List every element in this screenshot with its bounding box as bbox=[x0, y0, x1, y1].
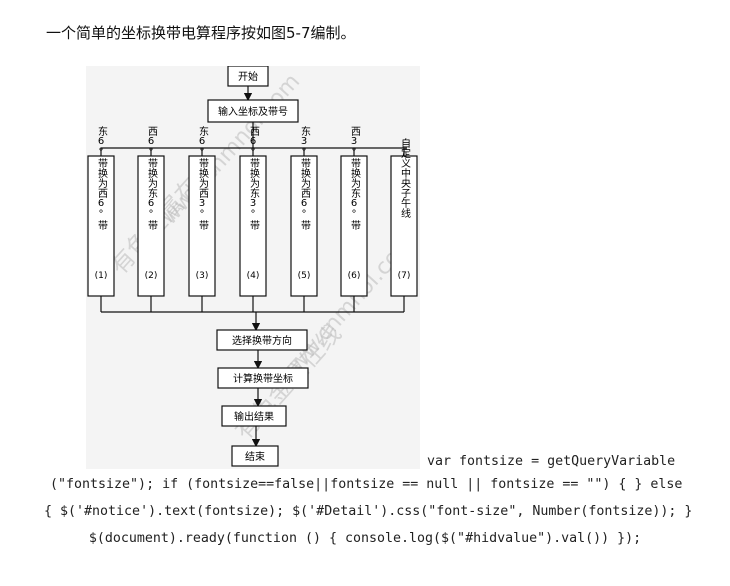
branch-box-5: 东3°带换为西6°带 (5) bbox=[290, 125, 318, 297]
branch-number: (3) bbox=[196, 271, 209, 281]
output-node: 输出结果 bbox=[221, 405, 287, 427]
branch-box-7: 自定义中央子午线 (7) bbox=[390, 137, 418, 297]
code-line-3: { $('#notice').text(fontsize); $('#Detai… bbox=[44, 504, 693, 519]
select-label: 选择换带方向 bbox=[232, 334, 292, 347]
code-line-1: var fontsize = getQueryVariable bbox=[427, 454, 676, 469]
branch-number: (4) bbox=[247, 271, 260, 281]
branch-label: 西6°带换为东3°带 bbox=[248, 126, 260, 231]
branch-group: 东6°带换为西6°带 (1) 西6°带换为东6°带 (2) 东6°带换为西3°带… bbox=[87, 125, 418, 297]
compute-node: 计算换带坐标 bbox=[217, 367, 309, 389]
branch-box-3: 东6°带换为西3°带 (3) bbox=[188, 125, 216, 297]
branch-number: (6) bbox=[348, 271, 361, 281]
branch-number: (5) bbox=[298, 271, 311, 281]
branch-label: 西6°带换为东6°带 bbox=[146, 126, 158, 231]
select-node: 选择换带方向 bbox=[216, 329, 308, 351]
start-node: 开始 bbox=[227, 65, 269, 87]
branch-label: 西3°带换为东6°带 bbox=[349, 126, 361, 231]
branch-box-2: 西6°带换为东6°带 (2) bbox=[137, 126, 165, 297]
branch-number: (2) bbox=[145, 271, 158, 281]
branch-label: 东3°带换为西6°带 bbox=[299, 125, 311, 231]
branch-number: (7) bbox=[398, 271, 411, 281]
output-label: 输出结果 bbox=[234, 410, 274, 423]
branch-label: 东6°带换为西3°带 bbox=[197, 125, 209, 231]
code-line-2: ("fontsize"); if (fontsize==false||fonts… bbox=[50, 477, 683, 492]
input-node: 输入坐标及带号 bbox=[207, 99, 299, 123]
watermark-text: www.cnmnol.com bbox=[157, 69, 305, 230]
page-heading: 一个简单的坐标换带电算程序按如图5-7编制。 bbox=[46, 24, 356, 42]
end-node: 结束 bbox=[231, 445, 279, 467]
compute-label: 计算换带坐标 bbox=[233, 372, 293, 385]
branch-box-4: 西6°带换为东3°带 (4) bbox=[239, 126, 267, 297]
start-label: 开始 bbox=[238, 70, 258, 83]
end-label: 结束 bbox=[245, 450, 265, 463]
branch-box-6: 西3°带换为东6°带 (6) bbox=[340, 126, 368, 297]
input-label: 输入坐标及带号 bbox=[218, 105, 288, 118]
branch-label: 东6°带换为西6°带 bbox=[96, 125, 108, 231]
branch-box-1: 东6°带换为西6°带 (1) bbox=[87, 125, 115, 297]
code-line-4: $(document).ready(function () { console.… bbox=[88, 531, 642, 546]
flowchart-svg: 有色金属在线 www.cnmnol.com 有色金属在线 www.cnmnol.… bbox=[87, 65, 420, 467]
branch-number: (1) bbox=[95, 271, 108, 281]
branch-label: 自定义中央子午线 bbox=[399, 137, 411, 218]
flowchart-figure: 有色金属在线 www.cnmnol.com 有色金属在线 www.cnmnol.… bbox=[86, 65, 420, 469]
